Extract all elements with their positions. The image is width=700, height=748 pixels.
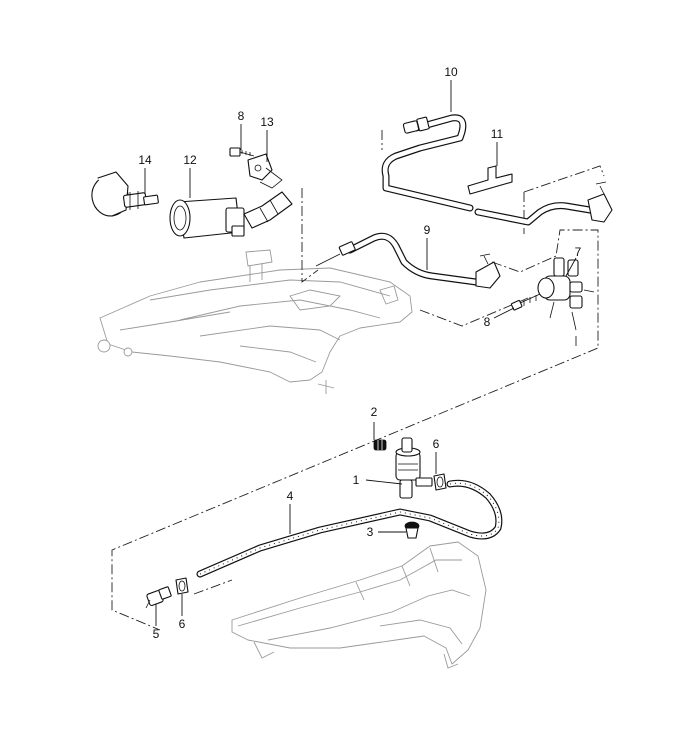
callout-12: 12 bbox=[183, 153, 197, 167]
callout-5: 5 bbox=[153, 627, 160, 641]
part-2-grommet bbox=[373, 439, 387, 451]
part-7-valve bbox=[537, 257, 595, 331]
callout-10: 10 bbox=[444, 65, 458, 79]
callout-11: 11 bbox=[491, 127, 504, 141]
callout-labels: 1 2 3 4 5 6 6 7 8 8 9 10 11 12 13 14 bbox=[138, 65, 581, 641]
reference-lines bbox=[111, 130, 605, 631]
part-5-connector bbox=[145, 586, 172, 609]
part-1-pump bbox=[395, 437, 433, 499]
subframe-outline bbox=[97, 249, 413, 394]
part-8-screw-top bbox=[229, 147, 255, 157]
callout-9: 9 bbox=[424, 223, 431, 237]
part-14-nozzle-cover bbox=[91, 171, 159, 217]
part-13-clip bbox=[247, 153, 283, 189]
part-10-hose bbox=[381, 114, 613, 226]
callout-13: 13 bbox=[260, 115, 274, 129]
leader-lines bbox=[144, 80, 577, 626]
callout-2: 2 bbox=[371, 405, 378, 419]
part-4-hose bbox=[196, 479, 503, 578]
part-11-bracket bbox=[467, 165, 513, 195]
callout-1: 1 bbox=[353, 473, 360, 487]
part-6-clamp-top bbox=[433, 473, 447, 491]
part-12-washer-cylinder bbox=[169, 191, 293, 239]
callout-7: 7 bbox=[575, 245, 582, 259]
callout-6-top: 6 bbox=[433, 437, 440, 451]
callout-3: 3 bbox=[367, 525, 374, 539]
part-8-screw-right bbox=[510, 293, 541, 311]
part-6-clamp-bottom bbox=[175, 577, 189, 595]
part-3-plug bbox=[404, 521, 420, 539]
duct-outline bbox=[231, 541, 487, 669]
callout-14: 14 bbox=[138, 153, 152, 167]
callout-8-top: 8 bbox=[238, 109, 245, 123]
callout-4: 4 bbox=[287, 489, 294, 503]
callout-6-bottom: 6 bbox=[179, 617, 186, 631]
part-9-hose bbox=[315, 232, 501, 289]
callout-8-right: 8 bbox=[484, 315, 491, 329]
